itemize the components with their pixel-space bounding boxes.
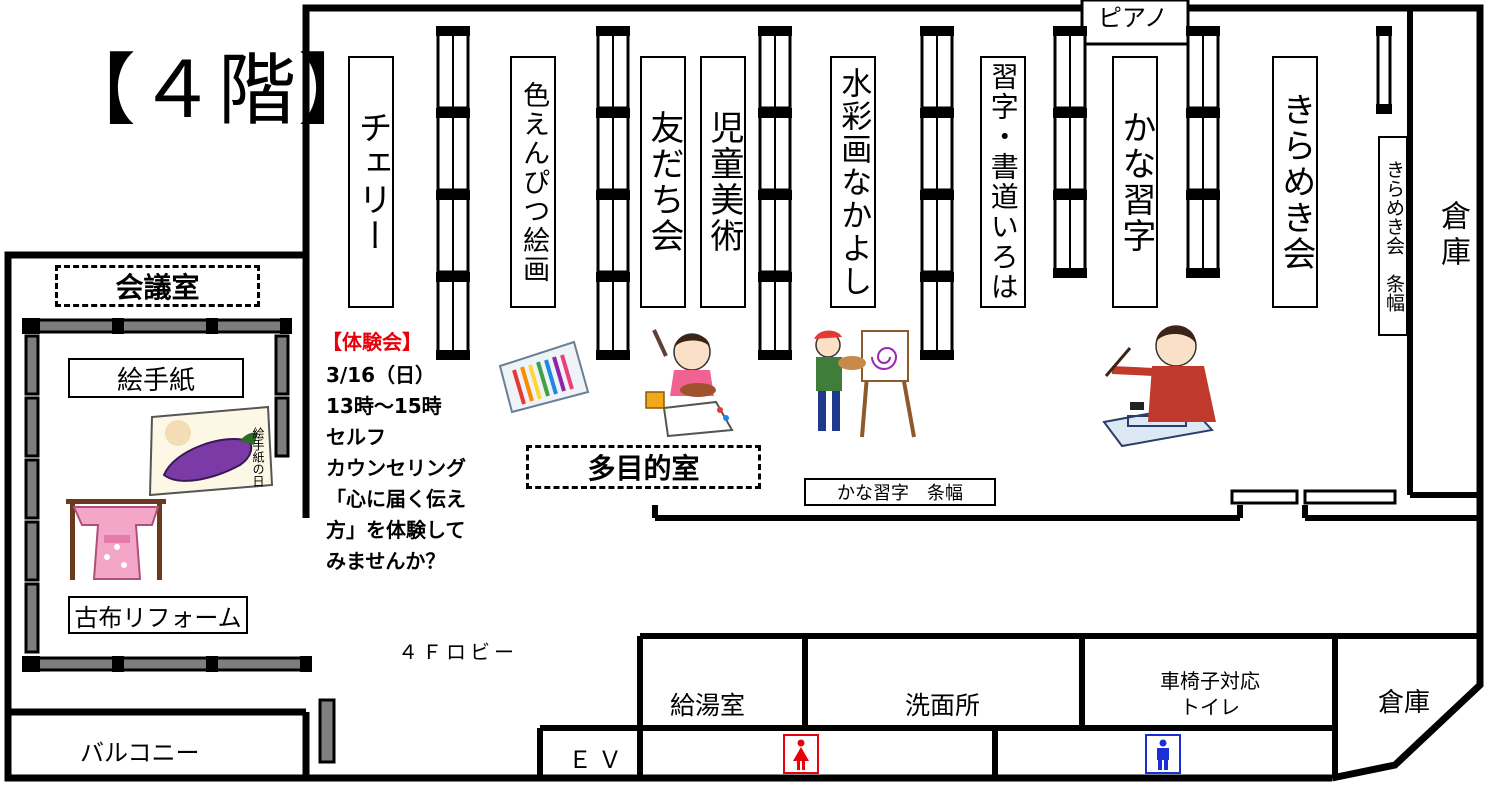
multipurpose-room-label: 多目的室 xyxy=(526,445,761,489)
kitchenette-label: 給湯室 xyxy=(670,691,746,720)
panel-joint xyxy=(920,26,954,36)
lobby-label: ４Ｆロビー xyxy=(398,640,518,664)
panel-joint xyxy=(596,350,630,360)
exhibit-kirameki: きらめき会 xyxy=(1272,56,1318,308)
panel-joint xyxy=(758,26,792,36)
notice-line: セルフ xyxy=(326,425,386,449)
male-toilet-icon xyxy=(1145,734,1181,774)
piano-box xyxy=(1080,0,1190,46)
panel-joint xyxy=(1186,26,1220,36)
exhibit-suisai: 水彩画なかよし xyxy=(830,56,876,308)
panel-joint xyxy=(436,350,470,360)
washroom-label: 洗面所 xyxy=(905,691,981,720)
storage-bottom-label: 倉庫 xyxy=(1378,688,1431,718)
panel-joint xyxy=(596,108,630,118)
display-panel xyxy=(1376,28,1392,110)
floor-title: 【４階】 xyxy=(58,46,379,136)
panel-joint xyxy=(1376,104,1392,114)
panel-joint xyxy=(596,190,630,200)
pillar xyxy=(318,698,336,764)
panel-joint xyxy=(1053,26,1087,36)
painting-girl-icon xyxy=(645,329,734,438)
exhibit-shuji-iroha: 習字・書道いろは xyxy=(980,56,1026,308)
panel-joint xyxy=(436,108,470,118)
ev-label: ＥＶ xyxy=(568,746,628,774)
panel-joint xyxy=(920,108,954,118)
calligraphy-girl-icon xyxy=(1102,325,1216,448)
notice-line: 3/16（日） xyxy=(326,363,436,387)
exhibit-colored-pencil: 色えんぴつ絵画 xyxy=(510,56,556,308)
panel-joint xyxy=(1186,268,1220,278)
painter-easel-icon xyxy=(814,330,916,438)
notice-line: 13時～15時 xyxy=(326,394,442,418)
exhibit-kana-jofuku: かな習字 条幅 xyxy=(804,478,996,506)
eggplant-card-icon: 絵手紙の日 xyxy=(148,405,274,497)
accessible-toilet-label: 車椅子対応 トイレ xyxy=(1160,669,1260,719)
notice-body: 3/16（日） 13時～15時セルフカウンセリング「心に届く伝え方」を体験してみま… xyxy=(326,360,466,577)
panel-joint xyxy=(758,108,792,118)
panel-joint xyxy=(1186,190,1220,200)
panel-joint xyxy=(436,190,470,200)
service-block xyxy=(537,633,1480,778)
exhibit-tomodachi: 友だち会 xyxy=(640,56,686,308)
storage-right-label: 倉庫 xyxy=(1435,200,1470,272)
panel-joint xyxy=(1053,108,1087,118)
notice-line: 方」を体験して xyxy=(326,518,466,542)
panel-joint xyxy=(436,26,470,36)
balcony-label: バルコニー xyxy=(80,739,200,767)
notice-line: 「心に届く伝え xyxy=(326,487,466,511)
notice-line: みませんか？ xyxy=(326,549,446,573)
storage-walls xyxy=(652,8,1480,521)
exhibit-cherry: チェリー xyxy=(348,56,394,308)
meeting-room-partitions xyxy=(22,318,312,672)
panel-joint xyxy=(920,272,954,282)
exhibit-etegami: 絵手紙 xyxy=(68,358,244,398)
exhibit-kirameki-jofuku: きらめき会 条幅 xyxy=(1378,136,1408,336)
panel-joint xyxy=(436,272,470,282)
meeting-room-label: 会議室 xyxy=(55,265,260,307)
notice-heading: 【体験会】 xyxy=(322,330,422,354)
female-toilet-icon xyxy=(783,734,819,774)
exhibit-kofu-reform: 古布リフォーム xyxy=(68,596,248,634)
kimono-icon xyxy=(66,499,166,580)
panel-joint xyxy=(596,272,630,282)
panel-joint xyxy=(758,272,792,282)
panel-joint xyxy=(758,190,792,200)
exhibit-kana-shuji: かな習字 xyxy=(1112,56,1158,308)
panel-joint xyxy=(1376,26,1392,36)
panel-joint xyxy=(1053,268,1087,278)
etegami-card-text: 絵手紙の日 xyxy=(251,426,265,487)
outer-walls xyxy=(4,4,1484,782)
panel-joint xyxy=(1053,190,1087,200)
panel-joint xyxy=(920,190,954,200)
panel-joint xyxy=(596,26,630,36)
panel-joint xyxy=(1186,108,1220,118)
panel-joint xyxy=(758,350,792,360)
notice-line: カウンセリング xyxy=(326,456,466,480)
panel-joint xyxy=(920,350,954,360)
exhibit-jido-bijutsu: 児童美術 xyxy=(700,56,746,308)
piano-label: ピアノ xyxy=(1098,4,1168,32)
colored-pencils-icon xyxy=(498,340,590,414)
